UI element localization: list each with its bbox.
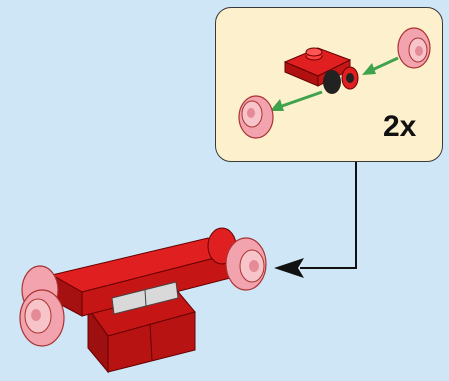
- callout-pointer: [274, 162, 357, 278]
- wheel-right-icon: [397, 27, 431, 69]
- assembly-arrow-left-icon: [270, 90, 323, 111]
- assembly-arrow-right-icon: [362, 56, 399, 75]
- plate-wheel-holder-icon: [283, 47, 359, 94]
- sub-assembly-parts: [238, 27, 431, 139]
- model-wheel-right-icon: [207, 227, 267, 291]
- pointer-arrowhead-icon: [274, 258, 304, 278]
- model-assembly: [19, 227, 267, 374]
- wheel-left-icon: [238, 95, 274, 139]
- quantity-label: 2x: [383, 110, 417, 143]
- model-wheel-left-icon: [19, 265, 65, 347]
